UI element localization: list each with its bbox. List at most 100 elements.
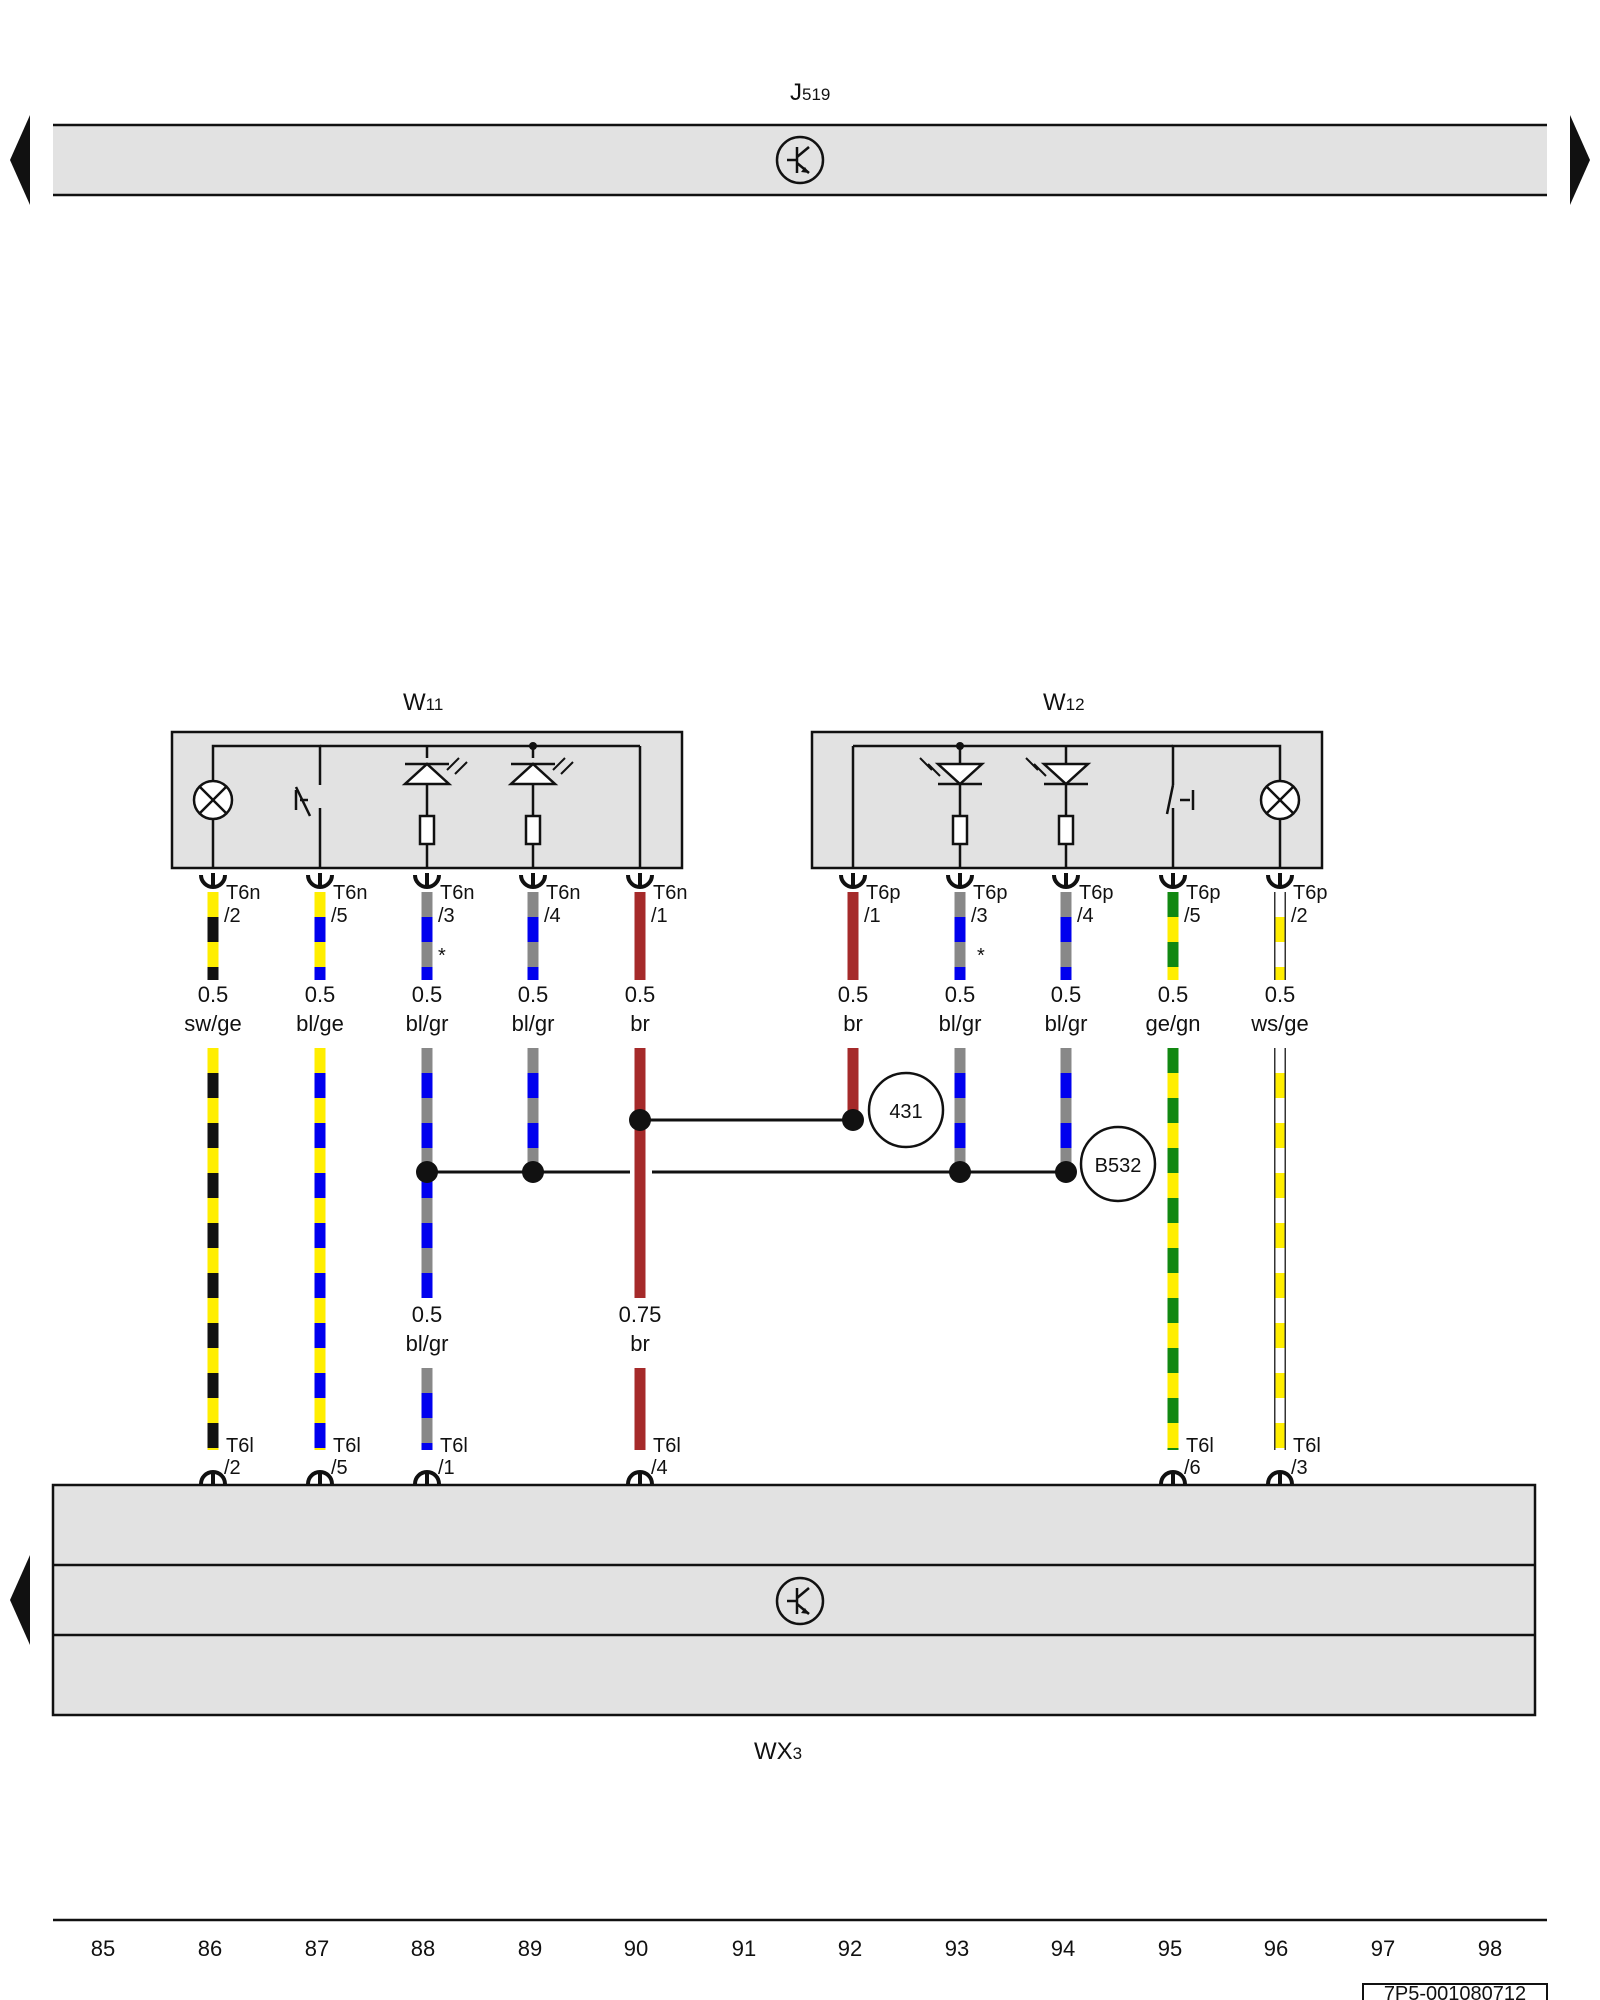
wire-color: bl/gr: [406, 1331, 449, 1356]
pin-label: /1: [438, 1457, 455, 1479]
pin-label: /1: [651, 905, 668, 927]
pin-label: /4: [651, 1457, 668, 1479]
wire-color: bl/ge: [296, 1011, 344, 1036]
wire-gauge: 0.5: [518, 982, 549, 1007]
conn-label: T6l: [1293, 1435, 1321, 1457]
pin-label: /2: [224, 905, 241, 927]
conn-label: T6p: [1079, 882, 1113, 904]
wire-gauge: 0.5: [198, 982, 229, 1007]
ground-label: B532: [1095, 1155, 1142, 1177]
wire-gauge: 0.5: [412, 982, 443, 1007]
wire-95[interactable]: T6p /5 0.5 ge/gn T6l /6: [1145, 871, 1220, 1489]
wire-color: br: [843, 1011, 863, 1036]
led-icon: [507, 746, 574, 868]
pin-label: /5: [1184, 905, 1201, 927]
wire-96[interactable]: T6p /2 0.5 ws/ge T6l /3: [1250, 871, 1327, 1489]
conn-label: T6p: [1293, 882, 1327, 904]
wire-88[interactable]: T6n /3 * 0.5 bl/gr 0.5 bl/gr T6l /1: [406, 871, 475, 1489]
electronic-module-icon: [775, 1576, 825, 1626]
junction-b532: B532: [416, 1125, 1157, 1203]
wire-93[interactable]: T6p /3 * 0.5 bl/gr: [939, 871, 1008, 1172]
wire-color: sw/ge: [184, 1011, 241, 1036]
pin-label: /6: [1184, 1457, 1201, 1479]
connector-station-wx3: WX3: [51, 1483, 1537, 1765]
pin-label: /2: [1291, 905, 1308, 927]
ruler-number: 94: [1051, 1936, 1075, 1961]
conn-label: T6p: [866, 882, 900, 904]
document-id-box: 7P5-001080712: [1362, 1983, 1548, 2000]
wire-87[interactable]: T6n /5 0.5 bl/ge T6l /5: [296, 871, 367, 1489]
connector-pin-icon: [413, 871, 441, 890]
connector-pin-icon: [199, 871, 227, 890]
wire-color: bl/gr: [512, 1011, 555, 1036]
switch-icon: [294, 786, 322, 868]
wire-gauge: 0.75: [619, 1302, 662, 1327]
wx3-label: WX3: [754, 1738, 802, 1765]
ruler-number: 93: [945, 1936, 969, 1961]
wire-color: ws/ge: [1250, 1011, 1308, 1036]
led-icon: [401, 746, 468, 868]
w12-label: W12: [1043, 689, 1085, 716]
continuation-right-arrow-icon[interactable]: [1570, 115, 1590, 205]
ground-label: 431: [889, 1101, 922, 1123]
ground-point-icon[interactable]: [1079, 1125, 1157, 1203]
pin-label: /4: [544, 905, 561, 927]
wire-note-star: *: [977, 945, 985, 967]
conn-label: T6l: [440, 1435, 468, 1457]
conn-label: T6l: [333, 1435, 361, 1457]
pin-label: /3: [1291, 1457, 1308, 1479]
pin-label: /3: [971, 905, 988, 927]
wire-86[interactable]: T6n /2 0.5 sw/ge T6l /2: [184, 871, 260, 1489]
pin-label: /4: [1077, 905, 1094, 927]
j519-label: J519: [790, 79, 830, 106]
bulb-icon: [1259, 779, 1301, 868]
conn-label: T6n: [653, 882, 687, 904]
wire-gauge: 0.5: [625, 982, 656, 1007]
pin-label: /2: [224, 1457, 241, 1479]
w11-label: W11: [403, 689, 443, 716]
junction-431: 431: [629, 1071, 945, 1149]
led-icon: [919, 746, 986, 868]
wire-gauge: 0.5: [305, 982, 336, 1007]
wire-color: br: [630, 1011, 650, 1036]
wire-color: bl/gr: [1045, 1011, 1088, 1036]
pin-label: /1: [864, 905, 881, 927]
conn-label: T6p: [973, 882, 1007, 904]
wire-color: br: [630, 1331, 650, 1356]
conn-label: T6n: [546, 882, 580, 904]
ruler-number: 85: [91, 1936, 115, 1961]
wire-90[interactable]: T6n /1 0.5 br 0.75 br T6l /4: [619, 871, 688, 1489]
connector-pin-icon: [1266, 871, 1294, 890]
connector-pin-icon: [946, 871, 974, 890]
ruler-number: 91: [732, 1936, 756, 1961]
conn-label: T6l: [653, 1435, 681, 1457]
wire-89[interactable]: T6n /4 0.5 bl/gr: [512, 871, 581, 1172]
wire-94[interactable]: T6p /4 0.5 bl/gr: [1045, 871, 1114, 1172]
connector-pin-icon: [1052, 871, 1080, 890]
component-w12: W12: [810, 689, 1324, 870]
wire-gauge: 0.5: [1158, 982, 1189, 1007]
ruler-number: 88: [411, 1936, 435, 1961]
wire-gauge: 0.5: [412, 1302, 443, 1327]
column-ruler: 85 86 87 88 89 90 91 92 93 94 95 96 97 9…: [91, 1936, 1502, 1961]
pin-label: /3: [438, 905, 455, 927]
ruler-number: 89: [518, 1936, 542, 1961]
ruler-number: 96: [1264, 1936, 1288, 1961]
conn-label: T6n: [333, 882, 367, 904]
document-id: 7P5-001080712: [1384, 1983, 1526, 2000]
continuation-left-arrow-icon[interactable]: [10, 1555, 30, 1645]
connector-pin-icon: [839, 871, 867, 890]
ruler-number: 97: [1371, 1936, 1395, 1961]
conn-label: T6l: [226, 1435, 254, 1457]
conn-label: T6l: [1186, 1435, 1214, 1457]
conn-label: T6n: [440, 882, 474, 904]
connector-pin-icon: [306, 871, 334, 890]
electronic-module-icon: [775, 135, 825, 185]
wire-92[interactable]: T6p /1 0.5 br: [838, 871, 901, 1120]
continuation-left-arrow-icon[interactable]: [10, 115, 30, 205]
ruler-number: 90: [624, 1936, 648, 1961]
ruler-number: 86: [198, 1936, 222, 1961]
connector-pin-icon: [626, 871, 654, 890]
wire-color: bl/gr: [939, 1011, 982, 1036]
ground-point-icon[interactable]: [867, 1071, 945, 1149]
